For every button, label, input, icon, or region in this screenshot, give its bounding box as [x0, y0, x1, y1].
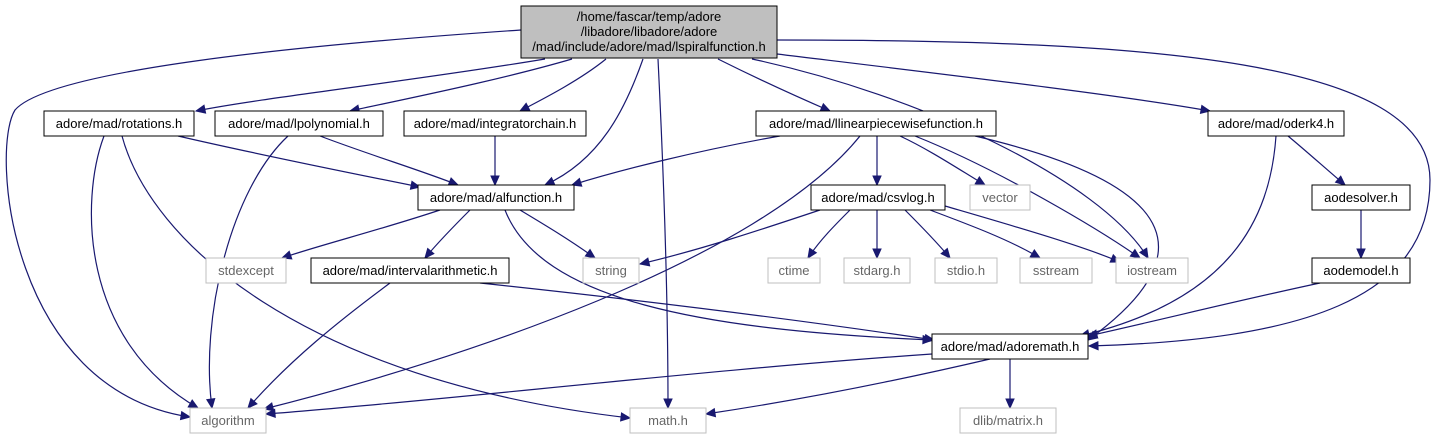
node-aodemodel[interactable]: aodemodel.h — [1311, 257, 1411, 284]
edge-llinear-alfunction — [570, 135, 781, 187]
edge-root-lpolynomial — [348, 58, 573, 114]
node-integratorchain[interactable]: adore/mad/integratorchain.h — [403, 110, 587, 137]
node-stdexcept-label: stdexcept — [218, 263, 274, 278]
node-vector[interactable]: vector — [969, 184, 1031, 211]
edge-root-algorithm — [5, 29, 522, 421]
node-oderk4-label: adore/mad/oderk4.h — [1218, 116, 1334, 131]
node-adoremath-label: adore/mad/adoremath.h — [941, 339, 1080, 354]
node-ctime-label: ctime — [778, 263, 809, 278]
edge-interval-adoremath — [479, 282, 936, 344]
node-intervalarithmetic-label: adore/mad/intervalarithmetic.h — [323, 263, 498, 278]
edge-interval-algorithm — [247, 282, 391, 409]
edge-llinear-adoremath — [974, 135, 1160, 341]
node-stdio-label: stdio.h — [947, 263, 985, 278]
root-line-2: /libadore/libadore/adore — [581, 24, 718, 39]
edge-aodesolver-aodemodel — [1356, 210, 1366, 260]
node-adoremath[interactable]: adore/mad/adoremath.h — [931, 333, 1089, 360]
node-lpolynomial-label: adore/mad/lpolynomial.h — [228, 116, 370, 131]
edge-csvlog-stdarg — [872, 209, 882, 260]
node-csvlog[interactable]: adore/mad/csvlog.h — [810, 184, 946, 211]
node-stdio[interactable]: stdio.h — [934, 257, 998, 284]
node-oderk4[interactable]: adore/mad/oderk4.h — [1207, 110, 1345, 137]
edge-alfunction-stdexcept — [280, 209, 441, 260]
edge-rotations-alfunction — [177, 135, 422, 190]
node-csvlog-label: adore/mad/csvlog.h — [821, 190, 934, 205]
node-ctime[interactable]: ctime — [767, 257, 821, 284]
node-stdarg[interactable]: stdarg.h — [843, 257, 911, 284]
node-math-label: math.h — [648, 413, 688, 428]
node-llinearpiecewisefunction-label: adore/mad/llinearpiecewisefunction.h — [769, 116, 983, 131]
edge-root-adoremath — [776, 39, 1431, 351]
node-alfunction-label: adore/mad/alfunction.h — [430, 190, 562, 205]
node-llinearpiecewisefunction[interactable]: adore/mad/llinearpiecewisefunction.h — [755, 110, 997, 137]
edge-root-llinear — [717, 58, 832, 112]
root-line-3: /mad/include/adore/mad/lspiralfunction.h — [532, 39, 765, 54]
node-lspiralfunction[interactable]: /home/fascar/temp/adore /libadore/libado… — [520, 5, 778, 59]
edge-oderk4-adoremath — [1078, 135, 1277, 339]
node-rotations-label: adore/mad/rotations.h — [56, 116, 182, 131]
edge-csvlog-ctime — [807, 209, 851, 260]
dependency-edges — [5, 29, 1431, 422]
node-stdexcept[interactable]: stdexcept — [205, 257, 287, 284]
edge-root-iostream — [751, 58, 1149, 260]
root-line-1: /home/fascar/temp/adore — [577, 9, 722, 24]
node-iostream-label: iostream — [1127, 263, 1177, 278]
edge-root-math — [657, 58, 673, 410]
edge-adoremath-math — [704, 358, 991, 418]
edge-root-oderk4 — [776, 53, 1212, 115]
edge-root-rotations — [194, 58, 546, 114]
edge-alfunction-string — [519, 209, 596, 259]
node-alfunction[interactable]: adore/mad/alfunction.h — [417, 184, 575, 211]
node-sstream[interactable]: sstream — [1019, 257, 1093, 284]
node-rotations[interactable]: adore/mad/rotations.h — [43, 110, 195, 137]
edge-llinear-vector — [899, 135, 987, 186]
edge-alfunction-interval — [424, 209, 471, 259]
node-string-label: string — [595, 263, 627, 278]
node-aodesolver-label: aodesolver.h — [1324, 190, 1398, 205]
node-iostream[interactable]: iostream — [1115, 257, 1189, 284]
edge-adoremath-algorithm — [264, 353, 933, 419]
node-vector-label: vector — [982, 190, 1018, 205]
node-intervalarithmetic[interactable]: adore/mad/intervalarithmetic.h — [310, 257, 510, 284]
edge-adoremath-dlib — [1005, 359, 1015, 410]
edge-rotations-algorithm — [90, 135, 200, 409]
edge-aodemodel-adoremath — [1086, 282, 1321, 339]
node-dlib-matrix-label: dlib/matrix.h — [973, 413, 1043, 428]
node-algorithm[interactable]: algorithm — [189, 407, 267, 434]
edge-csvlog-string — [638, 209, 821, 267]
edge-csvlog-stdio — [904, 209, 951, 259]
node-integratorchain-label: adore/mad/integratorchain.h — [414, 116, 577, 131]
node-dlib-matrix[interactable]: dlib/matrix.h — [959, 407, 1057, 434]
edge-llinear-iostream — [914, 135, 1142, 259]
node-sstream-label: sstream — [1033, 263, 1079, 278]
edge-llinear-csvlog — [872, 135, 882, 187]
edge-root-integratorchain — [518, 58, 607, 112]
node-algorithm-label: algorithm — [201, 413, 254, 428]
node-string[interactable]: string — [582, 257, 640, 284]
edge-integratorchain-alfunction — [490, 136, 500, 187]
edge-rotations-math — [121, 135, 632, 422]
node-aodesolver[interactable]: aodesolver.h — [1311, 184, 1411, 211]
edge-oderk4-aodesolver — [1287, 135, 1346, 186]
node-aodemodel-label: aodemodel.h — [1323, 263, 1398, 278]
node-lpolynomial[interactable]: adore/mad/lpolynomial.h — [214, 110, 384, 137]
node-stdarg-label: stdarg.h — [854, 263, 901, 278]
edge-lpolynomial-alfunction — [319, 135, 460, 186]
edge-csvlog-sstream — [929, 209, 1042, 259]
node-math[interactable]: math.h — [629, 407, 707, 434]
